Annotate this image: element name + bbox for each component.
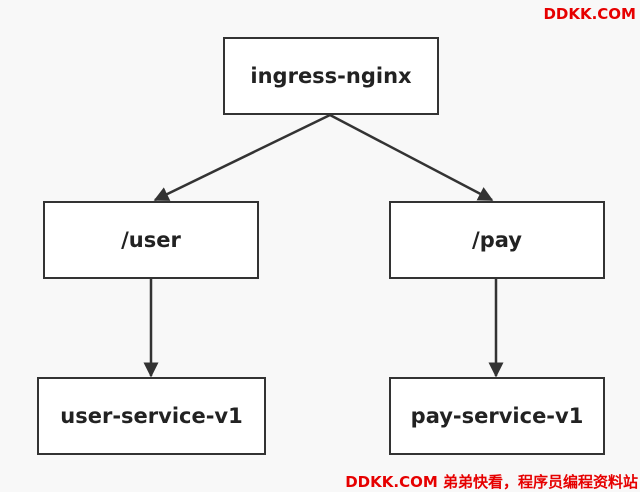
node-user-service-label: user-service-v1: [60, 404, 243, 428]
node-user-path: /user: [43, 201, 259, 279]
node-pay-service: pay-service-v1: [389, 377, 605, 455]
node-ingress-nginx-label: ingress-nginx: [250, 64, 412, 88]
edge-root-to-user: [153, 113, 331, 202]
node-user-service: user-service-v1: [37, 377, 266, 455]
node-pay-service-label: pay-service-v1: [410, 404, 584, 428]
watermark-bottom: DDKK.COM 弟弟快看，程序员编程资料站: [345, 473, 638, 491]
edge-root-to-pay: [329, 113, 494, 202]
watermark-top: DDKK.COM: [543, 5, 636, 23]
node-user-path-label: /user: [121, 228, 181, 252]
node-pay-path: /pay: [389, 201, 605, 279]
node-pay-path-label: /pay: [472, 228, 522, 252]
node-ingress-nginx: ingress-nginx: [223, 37, 439, 115]
